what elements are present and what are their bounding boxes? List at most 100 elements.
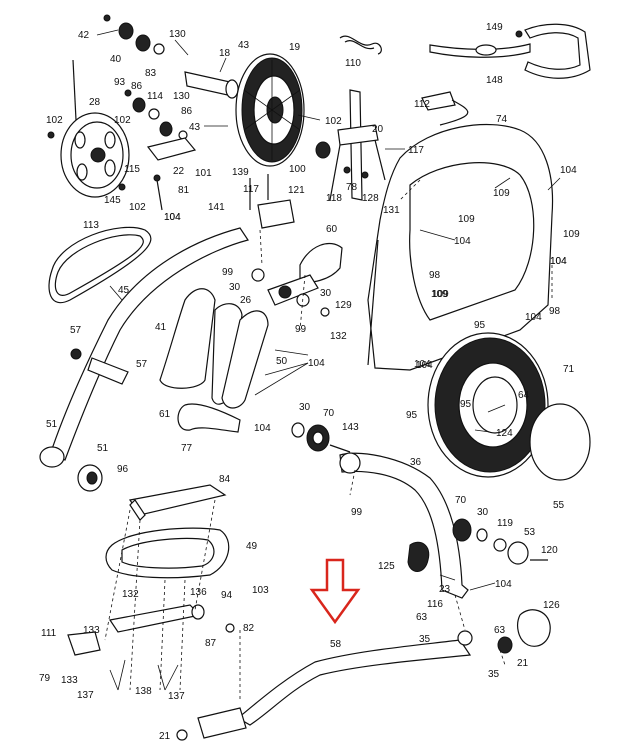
part-label: 63 (416, 612, 428, 623)
part-label: 18 (219, 48, 231, 59)
part-label: 83 (145, 68, 157, 79)
part-label: 99 (222, 267, 234, 278)
part-label: 78 (346, 182, 358, 193)
part-label: 60 (326, 224, 338, 235)
part-label: 96 (117, 464, 129, 475)
part-label: 70 (323, 408, 335, 419)
part-label: 53 (524, 527, 536, 538)
part-label: 95 (406, 410, 418, 421)
power-cord-112 (421, 91, 469, 126)
part-label: 102 (46, 115, 63, 126)
part-label: 19 (289, 42, 301, 53)
belt-113 (48, 226, 152, 304)
part-label: 82 (243, 623, 255, 634)
pedal-arm-58 (197, 630, 473, 739)
part-label: 124 (496, 428, 513, 439)
part-label: 87 (205, 638, 217, 649)
part-label: 130 (173, 91, 190, 102)
part-label: 20 (372, 124, 384, 135)
part-label: 51 (97, 443, 109, 454)
part-label: 61 (159, 409, 171, 420)
part-label: 104 (254, 423, 271, 434)
part-label: 141 (208, 202, 225, 213)
part-label: 115 (124, 164, 140, 175)
part-label: 43 (189, 122, 201, 133)
gear-70 (291, 422, 351, 453)
part-label: 104 (164, 212, 181, 223)
shroud-74 (367, 123, 554, 371)
cover-55 (529, 403, 591, 481)
part-label: 137 (77, 690, 94, 701)
part-label: 103 (252, 585, 269, 596)
part-label: 109 (458, 214, 475, 225)
part-label: 128 (362, 193, 379, 204)
right-hardware (407, 518, 548, 572)
part-label: 93 (114, 77, 126, 88)
part-label: 50 (276, 356, 288, 367)
part-label: 104 (454, 236, 471, 247)
pulley-71 (427, 332, 549, 478)
frame-post-20 (315, 89, 386, 201)
bracket-121 (249, 174, 295, 229)
part-label: 104 (164, 212, 181, 223)
assembly-lines (104, 179, 553, 700)
part-label: 104 (550, 256, 567, 267)
part-label: 22 (173, 166, 185, 177)
part-label: 64 (518, 390, 530, 401)
part-label: 41 (155, 322, 167, 333)
cord-110 (339, 35, 382, 55)
highlighted-part-label: 58 (330, 639, 342, 650)
part-label: 77 (181, 443, 193, 454)
highlight-arrow (309, 558, 361, 625)
part-label: 99 (351, 507, 363, 518)
part-label: 104 (416, 360, 433, 371)
part-label: 104 (414, 359, 431, 370)
upright-arm-45 (39, 227, 249, 492)
part-label: 102 (129, 202, 146, 213)
part-label: 126 (543, 600, 560, 611)
part-label: 109 (493, 188, 510, 199)
part-label: 45 (118, 285, 130, 296)
part-label: 49 (246, 541, 258, 552)
rail-36 (339, 452, 469, 599)
part-label: 121 (288, 185, 305, 196)
part-label: 104 (550, 256, 567, 267)
part-label: 30 (299, 402, 311, 413)
part-label: 111 (41, 628, 57, 639)
part-label: 116 (427, 599, 443, 610)
part-label: 149 (486, 22, 503, 33)
part-label: 35 (419, 634, 431, 645)
part-label: 113 (83, 220, 99, 231)
part-label: 40 (110, 54, 122, 65)
part-label: 81 (178, 185, 190, 196)
part-label: 21 (159, 731, 171, 742)
part-label: 110 (345, 58, 361, 69)
part-label: 102 (114, 115, 131, 126)
part-label: 63 (494, 625, 506, 636)
part-label: 84 (219, 474, 231, 485)
part-label: 30 (320, 288, 332, 299)
part-label: 86 (181, 106, 193, 117)
part-label: 136 (190, 587, 207, 598)
part-label: 28 (89, 97, 101, 108)
part-label: 104 (560, 165, 577, 176)
part-label: 104 (495, 579, 512, 590)
part-label: 79 (39, 673, 51, 684)
part-label: 100 (289, 164, 306, 175)
pulley-19 (184, 53, 305, 167)
part-label: 21 (517, 658, 529, 669)
part-label: 74 (496, 114, 508, 125)
part-label: 112 (414, 99, 430, 110)
part-label: 51 (46, 419, 58, 430)
bearing-stack (47, 14, 188, 191)
part-label: 94 (221, 590, 233, 601)
part-label: 117 (243, 184, 259, 195)
handle-50 (211, 303, 269, 409)
crank-126 (176, 609, 551, 741)
part-label: 129 (335, 300, 352, 311)
part-label: 26 (240, 295, 252, 306)
flywheel-28 (60, 59, 130, 198)
part-label: 132 (122, 589, 139, 600)
part-label: 102 (325, 116, 342, 127)
part-label: 98 (429, 270, 441, 281)
